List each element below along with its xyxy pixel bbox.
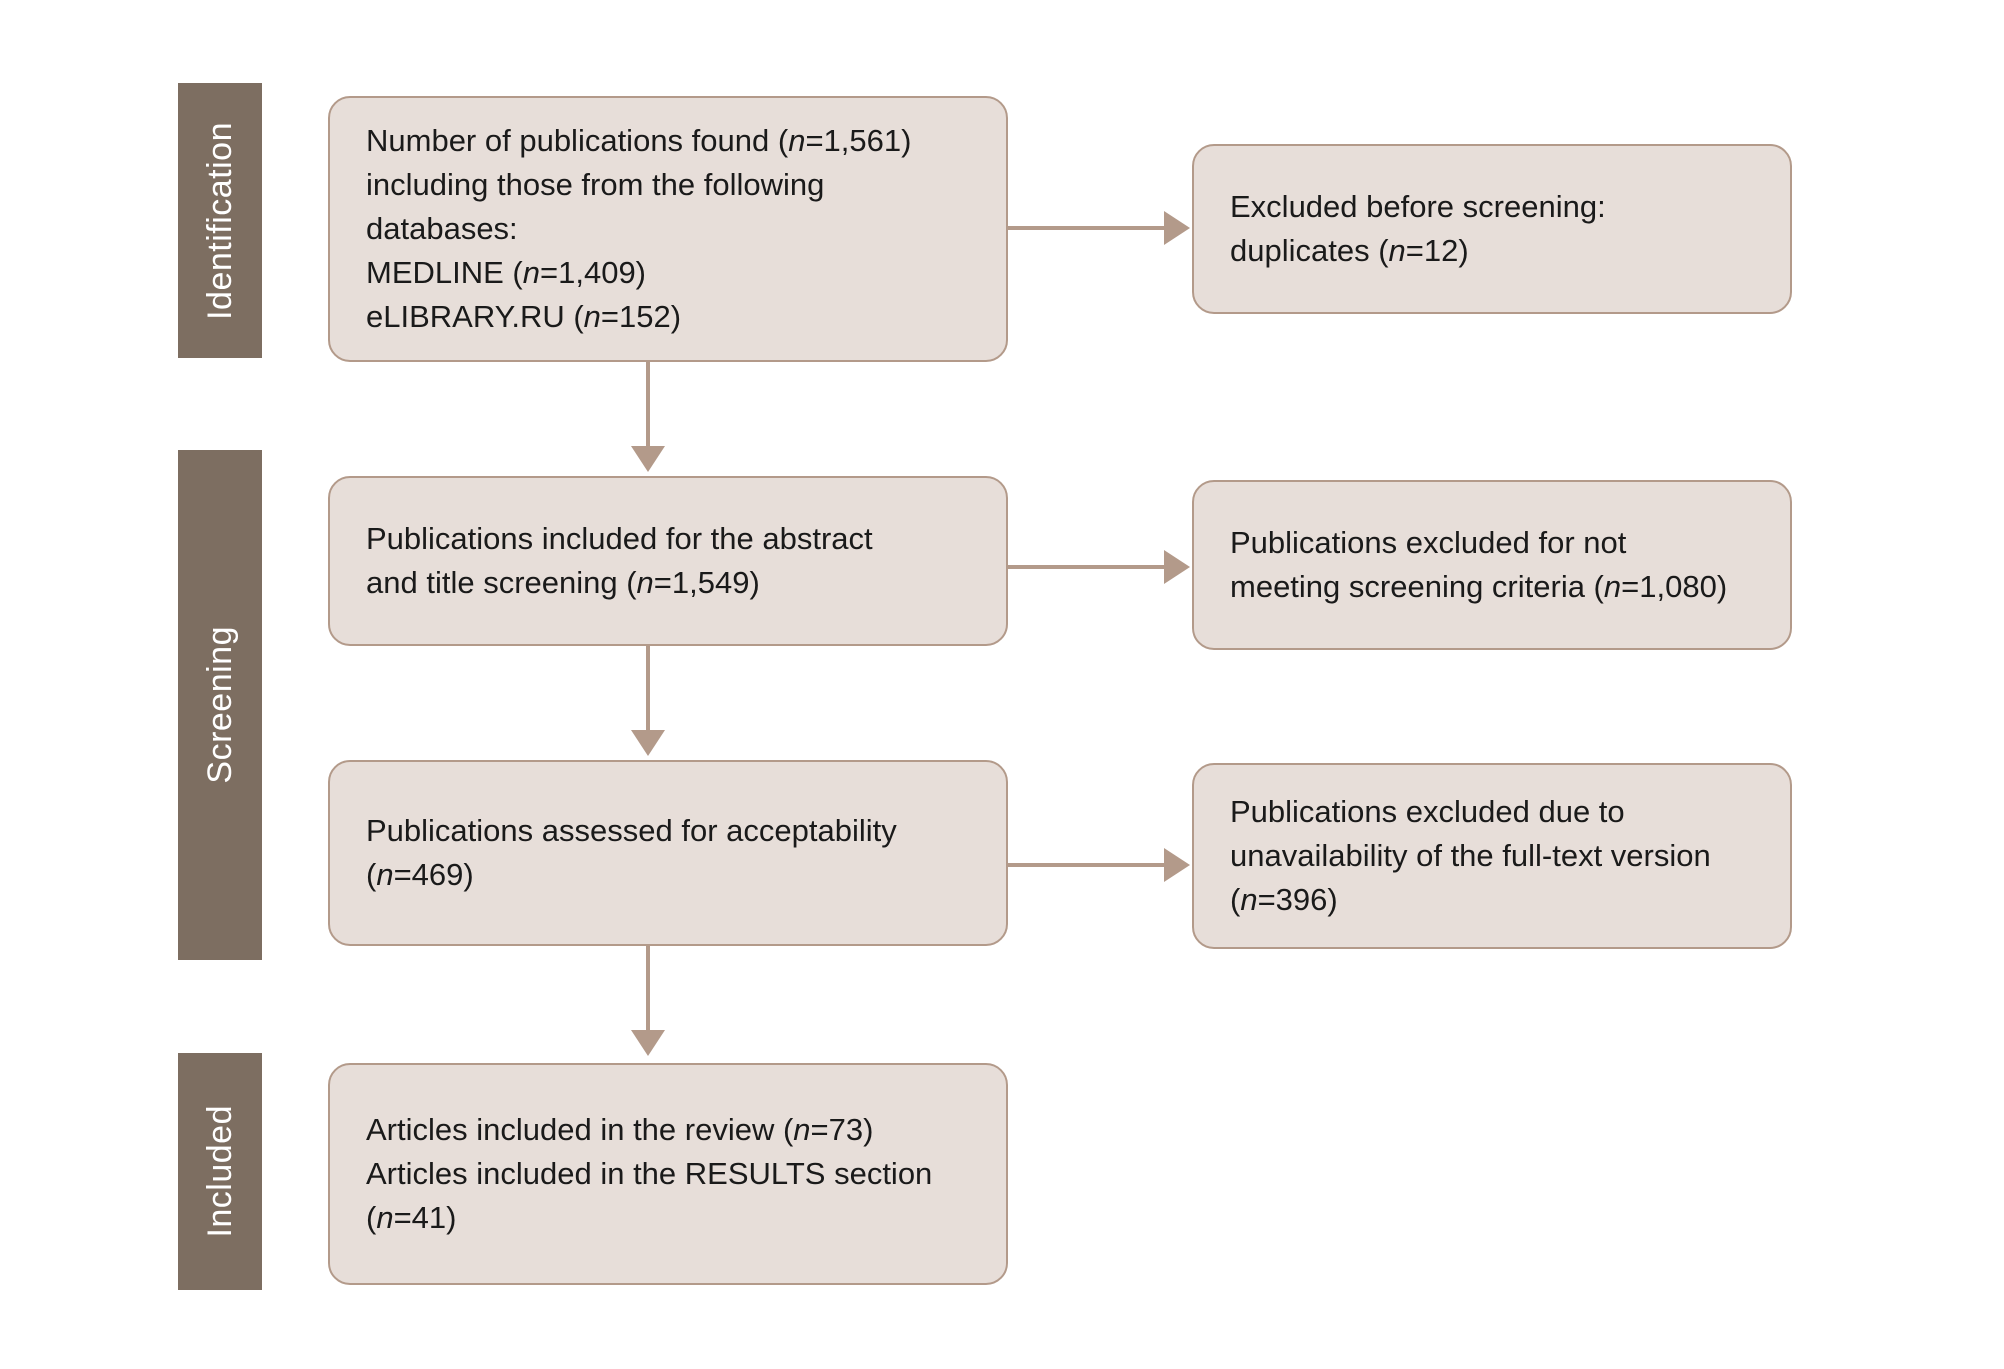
stage-label-screening: Screening (201, 626, 239, 784)
connector-line-assessed-to-included (646, 946, 650, 1034)
connector-arrow-found-to-screened (631, 446, 665, 472)
connector-arrow-assessed-to-included (631, 1030, 665, 1056)
connector-arrow-assessed-to-excluded (1164, 848, 1190, 882)
box-excluded-no-fulltext: Publications excluded due to unavailabil… (1192, 763, 1792, 949)
box-screened-text: Publications included for the abstract a… (366, 520, 873, 600)
box-screened: Publications included for the abstract a… (328, 476, 1008, 646)
stage-bar-identification: Identification (178, 83, 262, 358)
box-records-found: Number of publications found (n=1,561) i… (328, 96, 1008, 362)
connector-arrow-found-to-excluded (1164, 211, 1190, 245)
box-records-found-text: Number of publications found (n=1,561) i… (366, 122, 912, 335)
box-assessed: Publications assessed for acceptability … (328, 760, 1008, 946)
stage-bar-included: Included (178, 1053, 262, 1290)
stage-bar-screening: Screening (178, 450, 262, 960)
box-included: Articles included in the review (n=73) A… (328, 1063, 1008, 1285)
box-excluded-before-screening-text: Excluded before screening: duplicates (n… (1230, 188, 1606, 268)
connector-arrow-screened-to-excluded (1164, 550, 1190, 584)
box-included-text: Articles included in the review (n=73) A… (366, 1111, 933, 1235)
stage-label-included: Included (201, 1105, 239, 1238)
box-assessed-text: Publications assessed for acceptability … (366, 812, 897, 892)
connector-line-found-to-screened (646, 362, 650, 450)
connector-line-screened-to-excluded (1008, 565, 1170, 569)
connector-arrow-screened-to-assessed (631, 730, 665, 756)
box-excluded-screening-criteria-text: Publications excluded for not meeting sc… (1230, 524, 1728, 604)
connector-line-assessed-to-excluded (1008, 863, 1170, 867)
box-excluded-before-screening: Excluded before screening: duplicates (n… (1192, 144, 1792, 314)
connector-line-found-to-excluded (1008, 226, 1170, 230)
stage-label-identification: Identification (201, 121, 239, 320)
connector-line-screened-to-assessed (646, 646, 650, 734)
box-excluded-screening-criteria: Publications excluded for not meeting sc… (1192, 480, 1792, 650)
box-excluded-no-fulltext-text: Publications excluded due to unavailabil… (1230, 793, 1711, 917)
